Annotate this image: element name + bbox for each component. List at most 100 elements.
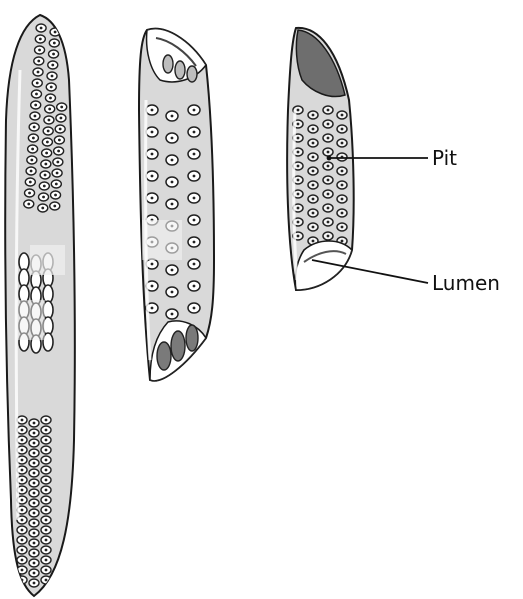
pit-aperture: [151, 109, 154, 112]
pit-aperture: [31, 148, 34, 151]
pit-aperture: [49, 97, 52, 100]
pit-aperture: [312, 184, 315, 187]
pit-aperture: [21, 529, 24, 532]
pit-aperture: [57, 150, 60, 153]
pit-aperture: [21, 419, 24, 422]
pit-aperture: [52, 53, 55, 56]
pit-aperture: [47, 130, 50, 133]
pit-aperture: [33, 552, 36, 555]
pit-aperture: [33, 126, 36, 129]
pit-aperture: [297, 151, 300, 154]
pit-aperture: [151, 175, 154, 178]
pit-aperture: [193, 109, 196, 112]
pit-aperture: [151, 263, 154, 266]
pit-aperture: [312, 170, 315, 173]
pit-aperture: [48, 108, 51, 111]
pit-aperture: [45, 499, 48, 502]
pit-aperture: [33, 572, 36, 575]
pit-aperture: [312, 212, 315, 215]
pit-aperture: [38, 49, 41, 52]
pit-aperture: [45, 579, 48, 582]
pit-aperture: [45, 539, 48, 542]
pit-aperture: [45, 439, 48, 442]
pit-aperture: [341, 240, 344, 243]
pit-aperture: [151, 285, 154, 288]
pit-aperture: [45, 519, 48, 522]
pit-aperture: [193, 153, 196, 156]
pit-aperture: [171, 115, 174, 118]
pit-aperture: [171, 159, 174, 162]
pit-aperture: [55, 183, 58, 186]
pit-aperture: [29, 181, 32, 184]
pit-aperture: [50, 86, 53, 89]
pit-aperture: [341, 226, 344, 229]
lumen-label: Lumen: [432, 271, 500, 295]
pit-aperture: [33, 542, 36, 545]
label-lumen: Lumen: [312, 260, 500, 295]
pit-aperture: [45, 152, 48, 155]
pit-aperture: [45, 529, 48, 532]
pit-aperture: [171, 269, 174, 272]
pit-aperture: [58, 139, 61, 142]
pit-aperture: [42, 196, 45, 199]
pit-aperture: [21, 469, 24, 472]
pit-aperture: [193, 131, 196, 134]
pit-aperture: [39, 38, 42, 41]
pit-aperture: [33, 482, 36, 485]
pit-aperture: [40, 27, 43, 30]
pit-aperture: [27, 203, 30, 206]
pit-aperture: [297, 165, 300, 168]
pit-aperture: [56, 161, 59, 164]
pit-aperture: [327, 137, 330, 140]
pit-aperture: [193, 219, 196, 222]
pit-aperture: [171, 291, 174, 294]
pit-aperture: [312, 114, 315, 117]
pit-aperture: [171, 203, 174, 206]
pit-aperture: [171, 313, 174, 316]
pit-aperture: [45, 489, 48, 492]
pit-aperture: [46, 141, 49, 144]
pit-aperture: [341, 198, 344, 201]
pit-aperture: [297, 235, 300, 238]
pit-aperture: [59, 128, 62, 131]
pit-aperture: [48, 119, 51, 122]
pit-aperture: [33, 532, 36, 535]
pit-aperture: [51, 64, 54, 67]
pit-aperture: [45, 509, 48, 512]
pit-aperture: [327, 165, 330, 168]
pit-aperture: [45, 419, 48, 422]
pit-aperture: [30, 159, 33, 162]
pit-aperture: [33, 562, 36, 565]
tracheid-medium: [139, 29, 214, 381]
pit-aperture: [21, 509, 24, 512]
pit-aperture: [33, 582, 36, 585]
pit-aperture: [341, 170, 344, 173]
pit-aperture: [33, 432, 36, 435]
pit-aperture: [193, 197, 196, 200]
pit-aperture: [327, 123, 330, 126]
pit-aperture: [21, 569, 24, 572]
pit-aperture: [21, 489, 24, 492]
pit-aperture: [43, 185, 46, 188]
pit-aperture: [21, 519, 24, 522]
pit-aperture: [21, 549, 24, 552]
pit-aperture: [28, 192, 31, 195]
pit-aperture: [21, 479, 24, 482]
pit-aperture: [312, 240, 315, 243]
pit-aperture: [44, 163, 47, 166]
pit-aperture: [171, 181, 174, 184]
pit-aperture: [312, 156, 315, 159]
pit-aperture: [151, 197, 154, 200]
pit-aperture: [312, 128, 315, 131]
pit-aperture: [21, 449, 24, 452]
pit-aperture: [21, 439, 24, 442]
pit-aperture: [45, 479, 48, 482]
pit-aperture: [341, 142, 344, 145]
pit-aperture: [54, 194, 57, 197]
pit-aperture: [21, 559, 24, 562]
pit-aperture: [44, 174, 47, 177]
pit-aperture: [33, 502, 36, 505]
pit-aperture: [297, 179, 300, 182]
